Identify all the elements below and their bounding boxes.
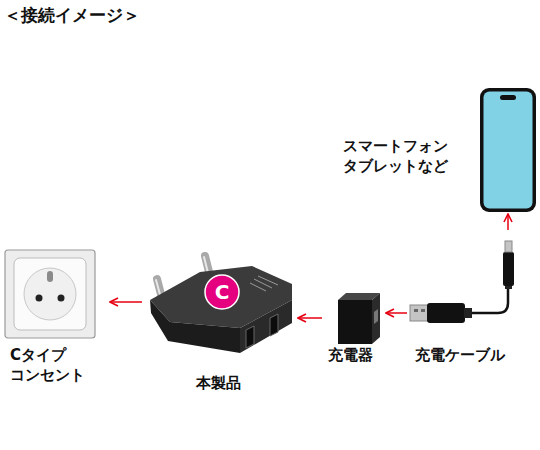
fine-print: [258, 276, 278, 285]
phone-notch: [500, 95, 516, 100]
charger-node: 充電器: [322, 288, 386, 368]
diagram-title: ＜接続イメージ＞: [4, 4, 140, 26]
adapter-illustration: [150, 256, 292, 353]
cable-node: 充電ケーブル: [407, 230, 532, 370]
phone-illustration: [480, 88, 536, 212]
outlet-node: Cタイプ コンセント: [4, 248, 110, 393]
node-label: 充電器: [328, 345, 386, 365]
outlet-face: [14, 258, 86, 330]
flow-arrow: [110, 301, 142, 303]
adapter-node: 本製品: [142, 255, 298, 395]
flow-arrow: [386, 312, 407, 314]
pin-highlight: [204, 257, 208, 273]
phone-screen: [484, 92, 533, 209]
node-label: Cタイプ コンセント: [10, 345, 105, 385]
outlet-illustration: [5, 250, 95, 338]
adapter-socket: [246, 326, 254, 348]
micro-plug-body: [503, 252, 514, 286]
charger-front: [338, 300, 372, 344]
outlet-plate: [5, 250, 95, 338]
outlet-hole: [58, 295, 65, 302]
charger-side: [372, 293, 380, 344]
micro-plug-tip: [505, 241, 512, 252]
type-badge: [205, 275, 239, 309]
usb-port: [374, 309, 378, 324]
phone-body: [480, 88, 536, 212]
node-label: 本製品: [196, 373, 256, 393]
usb-a-hole: [421, 309, 425, 312]
outlet-socket: [24, 268, 76, 320]
flow-arrow: [298, 317, 322, 319]
usb-a-hole: [414, 309, 418, 312]
node-label: 充電ケーブル: [415, 345, 527, 365]
adapter-front: [240, 300, 292, 353]
strain-relief: [464, 308, 472, 318]
adapter-socket: [270, 314, 278, 336]
cable-illustration: [410, 241, 514, 323]
outlet-pin: [47, 271, 53, 282]
charger-illustration: [338, 293, 380, 344]
node-label: スマートフォン タブレットなど: [343, 136, 465, 176]
usb-a-body: [427, 303, 465, 323]
device-node: スマートフォン タブレットなど: [335, 86, 538, 214]
flow-arrow: [507, 214, 509, 230]
fine-print: [254, 279, 272, 288]
badge-letter: C: [210, 280, 234, 304]
cable-wire: [472, 287, 508, 313]
outlet-hole: [36, 295, 43, 302]
usb-a-metal: [410, 305, 428, 321]
